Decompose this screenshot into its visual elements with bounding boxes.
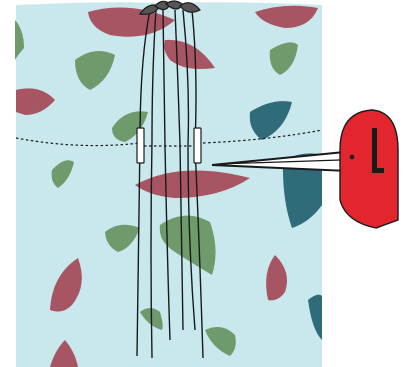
leaf-icon xyxy=(255,5,318,28)
leaf-icon xyxy=(282,153,322,228)
leaf-icon xyxy=(112,111,148,142)
leaf-icon xyxy=(308,294,322,340)
leaf-icon xyxy=(205,326,236,356)
leaf-icon xyxy=(249,101,292,140)
stitch-guide-line xyxy=(15,129,323,147)
tool-handle-icon xyxy=(339,109,399,229)
leaf-icon xyxy=(105,224,140,252)
marker-right xyxy=(193,127,202,164)
leaf-icon xyxy=(88,7,175,37)
marker-left xyxy=(136,127,145,164)
leaf-icon xyxy=(15,20,24,60)
leaf-icon xyxy=(159,215,216,275)
leaf-icon xyxy=(75,51,115,90)
needle-tool xyxy=(211,109,399,229)
leaf-icon xyxy=(50,340,78,367)
leaf-icon xyxy=(269,42,298,75)
leaf-icon xyxy=(16,88,55,115)
leaf-pattern xyxy=(15,5,322,367)
leaf-icon xyxy=(266,255,288,301)
leaf-icon xyxy=(51,160,74,188)
leaf-icon xyxy=(135,170,250,198)
leaf-icon xyxy=(50,258,82,312)
gather-knot-icon xyxy=(138,0,201,15)
